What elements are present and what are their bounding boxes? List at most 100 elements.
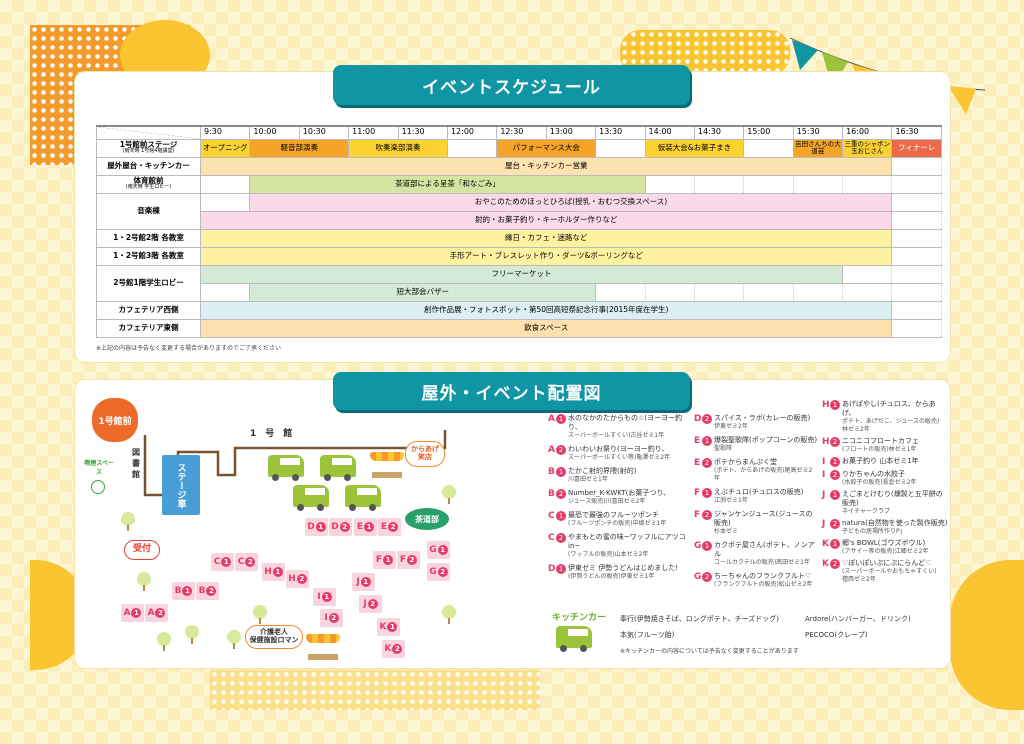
empty-slot (743, 174, 794, 194)
tree-icon (227, 630, 241, 649)
legend-text: ポテからまんぷく堂(ポテト、からあげの販売)尾高ゼミ2年 (714, 458, 818, 483)
event-slot (595, 138, 646, 158)
empty-slot (693, 282, 745, 302)
legend-detail: スーパーボールすくい等)亀澤ゼミ2年 (568, 454, 671, 461)
decor-dots (210, 670, 540, 710)
legend-text: 伊東ゼミ 伊勢うどんはじめました!(伊勢うどんの販売)伊東ゼミ1年 (568, 564, 690, 581)
stage-car: ステージ車 (162, 455, 200, 515)
event-slot: オープニング (199, 138, 251, 158)
legend-name: カクポテ屋さん(ポテト、ノンアル (714, 541, 815, 558)
corner-cell (96, 125, 201, 140)
booth-num: 2 (367, 599, 378, 609)
empty-slot (792, 174, 844, 194)
event-slot: 茶道部による呈茶「和なごみ」 (249, 174, 646, 194)
empty-slot (891, 192, 942, 212)
time-header: 14:00 (644, 125, 695, 140)
event-slot (199, 282, 251, 302)
event-slot: 手形アート・ブレスレット作り・ダーツ&ボーリングなど (199, 246, 893, 266)
kitchen-car-icon (268, 455, 304, 481)
booth-num: 1 (437, 545, 448, 555)
schedule-row: 1・2号館3階 各教室手形アート・ブレスレット作り・ダーツ&ボーリングなど (96, 246, 942, 266)
reception-bubble: 受付 (124, 540, 160, 560)
legend-name: natura(自然物を使った製作販売) (842, 519, 948, 527)
library-label: 図書館 (132, 448, 140, 480)
legend-code: K (822, 559, 829, 569)
legend-name: 郷's BOWL(ゴウズボウル) (842, 539, 926, 547)
time-header: 9:30 (199, 125, 251, 140)
row-label: 1号館前ステージ(雨天時 1号館4階講堂) (96, 138, 201, 158)
kitchen-item: 本気(フルーツ飴) (620, 631, 675, 639)
row-sublabel: (雨天時 1号館4階講堂) (122, 148, 175, 155)
booth-code: H (288, 574, 296, 584)
legend-name: 爆裂聖歌隊(ポップコーンの販売) (714, 436, 818, 444)
legend-text: カクポテ屋さん(ポテト、ノンアルコールカクテルの販売)髙田ゼミ1年 (714, 541, 818, 567)
tree-icon (442, 485, 456, 504)
booth-code: B (198, 586, 206, 596)
legend-name: ジャンケンジュース(ジュースの販売) (714, 510, 813, 527)
legend-text: やまもとの蜜の味~ワッフルにアツコin~(ワッフルの販売)山本ゼミ2年 (568, 533, 690, 559)
legend-num: 2 (830, 437, 840, 447)
legend-detail: コールカクテルの販売)髙田ゼミ1年 (714, 559, 810, 566)
empty-slot (891, 318, 942, 338)
legend-text: Number_K-KWKT(お菓子つり、ジュース販売)川喜田ゼミ2年 (568, 489, 690, 506)
event-slot: 軽音部演奏 (249, 138, 350, 158)
booth-num: 1 (321, 592, 332, 602)
empty-slot (743, 282, 794, 302)
event-slot: フィナーレ (891, 138, 942, 158)
legend-text: えぶチュロ(チュロスの販売)江渕ゼミ1年 (714, 488, 818, 505)
booth-num: 1 (272, 567, 283, 577)
time-header: 15:30 (792, 125, 844, 140)
row-label: カフェテリア西側 (96, 300, 201, 320)
booth-num: 1 (315, 522, 326, 532)
booth-num: 2 (155, 608, 166, 618)
time-header: 12:30 (496, 125, 547, 140)
legend-text: 郷's BOWL(ゴウズボウル)(アサイー等の販売)江郷ゼミ2年 (842, 539, 948, 556)
legend-name: えごまとけむり(燻製と五平餅の販売) (842, 490, 943, 507)
legend-text: ジャンケンジュース(ジュースの販売)杉本ゼミ (714, 510, 818, 536)
empty-slot (891, 246, 942, 266)
legend-num: 1 (556, 511, 566, 521)
legend-detail: (アサイー等の販売)江郷ゼミ2年 (842, 548, 929, 555)
time-header: 16:00 (842, 125, 893, 140)
legend-num: 2 (556, 445, 566, 455)
empty-slot (891, 156, 942, 176)
legend-num: 2 (830, 559, 840, 569)
legend-name: Number_K-KWKT(お菓子つり、 (568, 489, 671, 497)
kitchen-note: ※キッチンカーの内容については予告なく変更することがあります (620, 648, 799, 655)
legend-text: 爆裂聖歌隊(ポップコーンの販売)聖歌隊 (714, 436, 818, 453)
legend-num: 2 (702, 458, 712, 468)
booth-code: K (384, 644, 392, 654)
schedule-note: ※上記の内容は予告なく変更する場合がありますのでご了承ください (96, 345, 282, 352)
kitchen-label: キッチンカー (552, 613, 607, 623)
empty-slot (644, 174, 695, 194)
event-slot: 仮装大会&お菓子まき (644, 138, 745, 158)
time-header: 13:00 (545, 125, 597, 140)
row-label: カフェテリア東側 (96, 318, 201, 338)
booth-num: 2 (245, 557, 256, 567)
legend-num: 1 (830, 539, 840, 549)
legend-name: たかこ射的界隈(射的) (568, 467, 637, 475)
legend-num: 1 (556, 467, 566, 477)
legend-text: ニコニコフロートカフェ(フロートの販売)林ゼミ1年 (842, 437, 948, 454)
booth-num: 2 (206, 586, 217, 596)
empty-slot (891, 210, 942, 230)
event-slot: おやこのためのほっとひろば(授乳・おむつ交換スペース) (249, 192, 893, 212)
empty-slot (644, 282, 695, 302)
legend-code: B (548, 489, 555, 499)
